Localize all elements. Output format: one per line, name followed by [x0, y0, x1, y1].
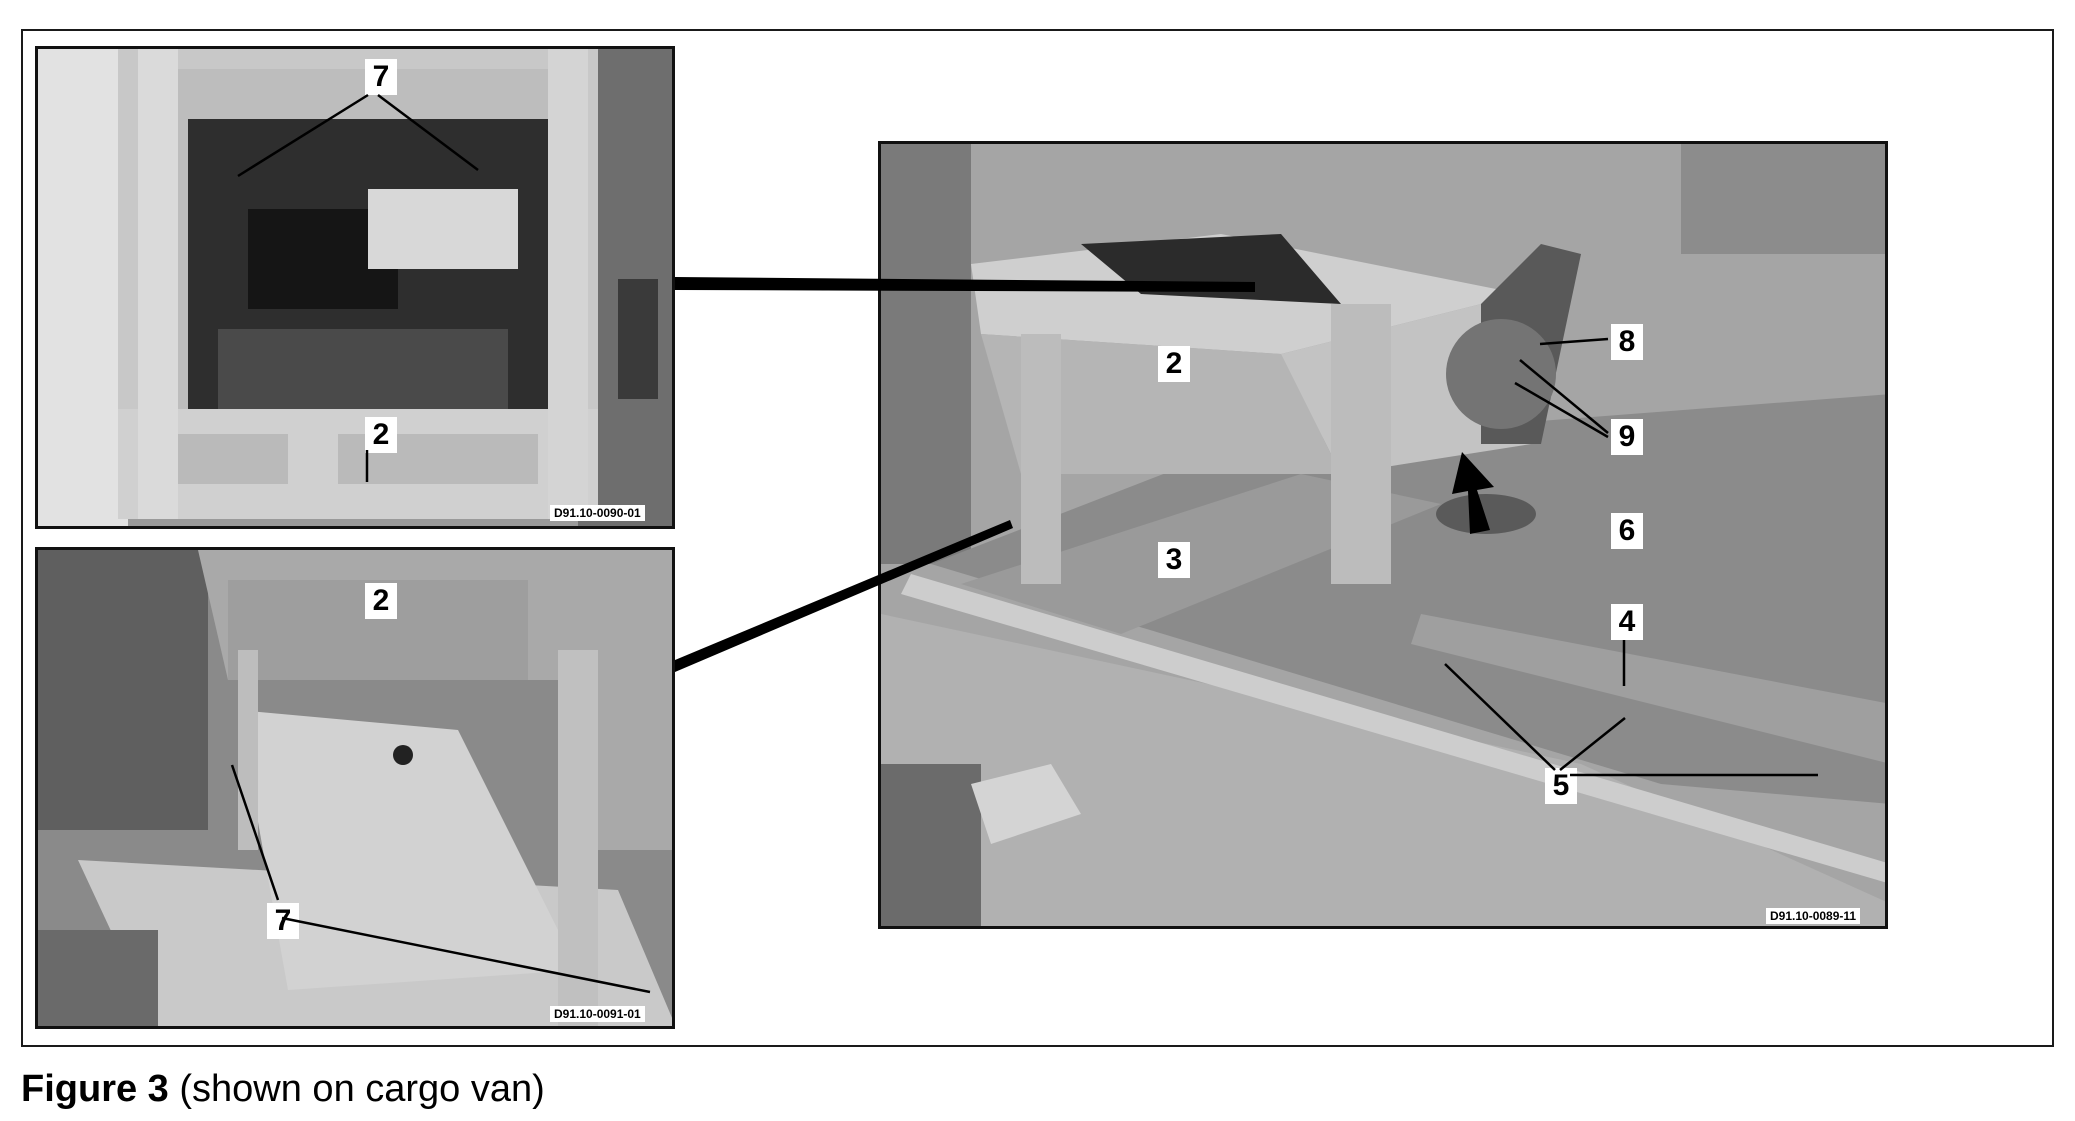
callout-3: 3 — [1158, 542, 1190, 578]
callout-9: 9 — [1611, 419, 1643, 455]
photo-top-left: 7 2 D91.10-0090-01 — [35, 46, 675, 529]
callout-7: 7 — [267, 903, 299, 939]
callout-2: 2 — [1158, 346, 1190, 382]
image-code: D91.10-0091-01 — [550, 1006, 645, 1022]
photo-bottom-left: 2 7 D91.10-0091-01 — [35, 547, 675, 1029]
callout-4: 4 — [1611, 604, 1643, 640]
callout-6: 6 — [1611, 513, 1643, 549]
figure-caption: Figure 3 (shown on cargo van) — [21, 1068, 545, 1111]
callout-2: 2 — [365, 417, 397, 453]
callout-7: 7 — [365, 59, 397, 95]
callout-2: 2 — [365, 583, 397, 619]
callout-5: 5 — [1545, 768, 1577, 804]
image-code: D91.10-0090-01 — [550, 505, 645, 521]
figure-label: Figure 3 — [21, 1068, 169, 1110]
photo-main: 2 3 4 5 6 8 9 D91.10-0089-11 — [878, 141, 1888, 929]
callout-8: 8 — [1611, 324, 1643, 360]
figure-caption-text: (shown on cargo van) — [179, 1068, 545, 1110]
image-code: D91.10-0089-11 — [1766, 908, 1861, 924]
